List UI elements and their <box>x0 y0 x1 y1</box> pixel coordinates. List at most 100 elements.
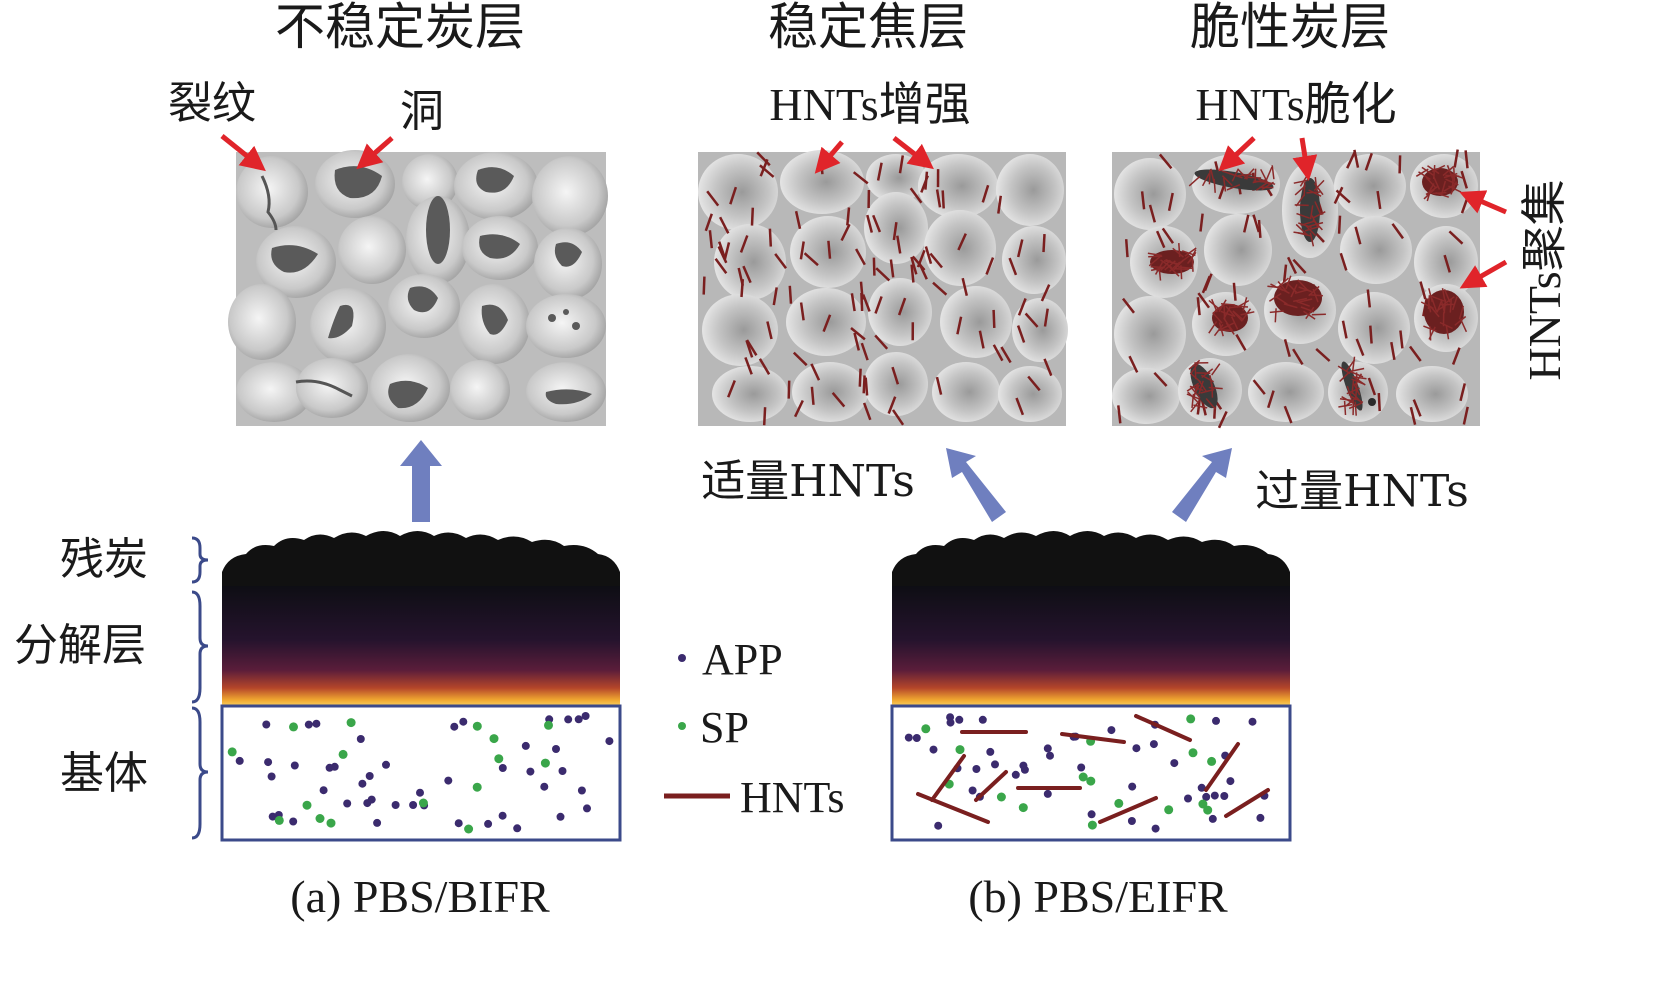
app-particle <box>1202 792 1211 801</box>
hnt-rod <box>1390 341 1396 361</box>
hnt-rod <box>1257 219 1262 238</box>
app-particle <box>1248 717 1257 726</box>
sp-particle <box>955 745 965 755</box>
hnt-rod <box>932 281 948 296</box>
app-particle <box>484 819 493 828</box>
hnt-rod <box>1412 399 1422 417</box>
crack-arrow <box>220 134 266 172</box>
hnt-cluster-fiber <box>1265 166 1273 181</box>
hnt-rod <box>1024 312 1039 328</box>
hnt-rod <box>985 257 995 275</box>
matrix-hnts-b <box>916 714 1270 824</box>
app-particle <box>904 733 913 742</box>
hnt-cluster-fiber <box>1418 171 1431 181</box>
app-particle <box>558 767 567 775</box>
hnt-cluster-fiber <box>1164 260 1176 271</box>
app-particle <box>1011 770 1020 779</box>
hnt-cluster-fiber <box>1225 322 1235 335</box>
hnt-rod <box>1008 257 1018 276</box>
app-particle <box>365 772 374 780</box>
hnt-rod <box>766 321 773 340</box>
sp-particle <box>921 724 931 734</box>
app-particle <box>358 779 367 788</box>
residual-char-label: 残炭 <box>60 534 148 585</box>
hnt-rod <box>706 190 720 207</box>
hnt-rod <box>935 376 943 395</box>
hnt-rod <box>1353 149 1360 168</box>
hnt-rod <box>850 293 856 312</box>
hnt-cluster-fiber <box>1237 173 1252 177</box>
panel-title-stable: 稳定焦层 <box>768 0 968 56</box>
hnt-rod <box>1235 333 1247 351</box>
hnt-rod <box>756 151 771 167</box>
app-particle <box>540 782 549 791</box>
crack <box>260 175 278 231</box>
app-particle <box>986 747 995 756</box>
app-particle <box>1019 761 1028 770</box>
hnt-cluster-fiber <box>1429 305 1440 318</box>
hnt-cluster-fiber <box>1459 318 1468 333</box>
app-particle <box>577 786 586 795</box>
hnt-rod <box>793 399 804 418</box>
hnt-cluster-fiber <box>1218 299 1227 313</box>
hnt-rod <box>930 754 966 802</box>
hnt-cluster-fiber <box>1174 267 1189 271</box>
hnt-cluster-fiber <box>1339 371 1351 382</box>
hnt-cluster-fiber <box>1421 166 1434 176</box>
hnt-cluster-fiber <box>1432 191 1447 195</box>
sp-particle <box>1198 799 1208 809</box>
app-particle <box>290 761 299 770</box>
sp-particle <box>274 815 284 825</box>
hnt-rod <box>1377 393 1381 412</box>
reinforce-arrow <box>814 140 844 174</box>
hnt-rod <box>1292 348 1304 366</box>
residual-char-a <box>222 531 620 588</box>
hnt-rod <box>855 248 866 266</box>
app-particle <box>1077 763 1086 772</box>
hnt-rod <box>1252 214 1260 233</box>
hnt-rod <box>974 770 1008 802</box>
hnt-rod <box>840 223 851 242</box>
hnt-cluster-fiber <box>1201 368 1214 379</box>
hnt-cluster-fiber <box>1298 286 1312 293</box>
hnt-cluster-fiber <box>1445 325 1450 340</box>
app-particle <box>1107 726 1116 735</box>
hnt-cluster-fiber <box>1313 182 1324 196</box>
embrittle-arrow <box>1292 137 1318 181</box>
caption-b: (b) PBS/EIFR <box>968 871 1228 922</box>
hnt-cluster-fiber <box>1354 401 1357 416</box>
hnt-cluster-fiber <box>1298 298 1313 303</box>
hnt-rod <box>1408 345 1422 362</box>
blue-arrow-up <box>400 440 442 522</box>
hnt-rod <box>1060 732 1126 744</box>
hnt-rod <box>745 339 758 356</box>
crack-label: 裂纹 <box>168 78 256 129</box>
hnt-cluster-fiber <box>1443 299 1447 314</box>
hnt-cluster-fiber <box>1314 201 1322 215</box>
sp-particle <box>418 798 428 808</box>
hnt-rod <box>1224 788 1270 818</box>
hnt-rod <box>1043 308 1049 327</box>
hnt-rod <box>1443 254 1451 273</box>
app-particle <box>1149 740 1158 749</box>
hnt-cluster-fiber <box>1168 265 1180 277</box>
hnt-cluster-fiber <box>1337 365 1351 375</box>
aggregate-arrow <box>1459 190 1507 215</box>
hnt-rod <box>1167 192 1174 211</box>
hnt-rod <box>853 332 861 351</box>
app-particle <box>946 718 955 727</box>
hnt-cluster-fiber <box>1189 362 1200 375</box>
sp-particle <box>326 818 336 828</box>
hnt-cluster-fiber <box>1350 395 1364 404</box>
hnt-rod <box>1398 155 1402 174</box>
hnt-rod <box>737 267 745 286</box>
app-particle <box>1197 783 1206 792</box>
layer-braces <box>191 536 209 840</box>
hnt-rod <box>910 256 918 275</box>
hnt-rod <box>1460 170 1468 189</box>
hnt-rod <box>744 356 753 375</box>
hnt-cluster-fiber <box>1296 212 1310 219</box>
hnt-rod <box>866 214 874 233</box>
hnt-cluster-fiber <box>1303 310 1316 320</box>
